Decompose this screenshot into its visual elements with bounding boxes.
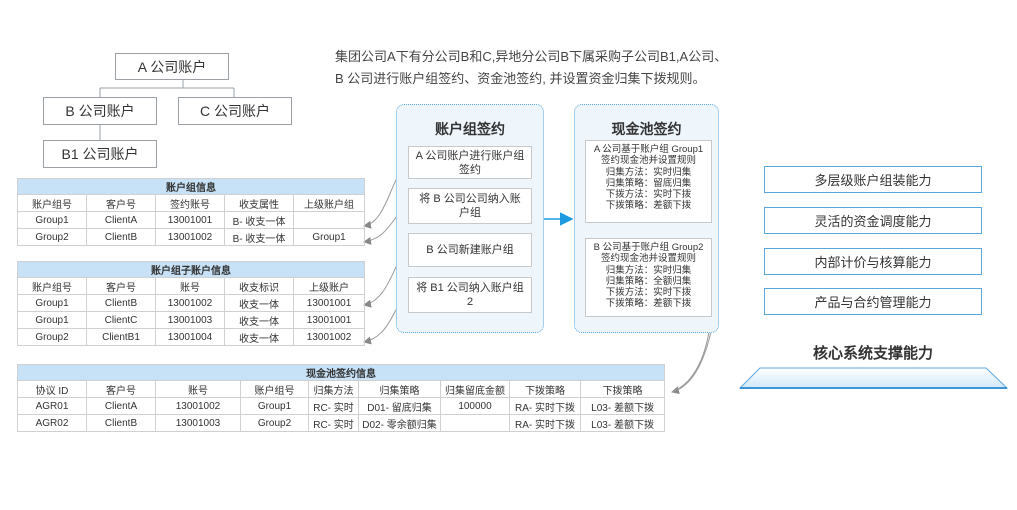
tree-node-a-label: A 公司账户 (137, 58, 207, 75)
intro-text: 集团公司A下有分公司B和C,异地分公司B下属采购子公司B1,A公司、 B 公司进… (335, 46, 727, 90)
table-header: 归集策略 (358, 380, 441, 398)
tree-node-b: B 公司账户 (43, 97, 157, 125)
group-step-1-label: A 公司账户进行账户组签约 (415, 149, 525, 176)
pool-box1-line: 归集策略：留底归集 (605, 177, 692, 189)
table-header: 下拨策略 (579, 380, 666, 398)
group-step-4-label: 将 B1 公司纳入账户组 2 (416, 282, 524, 308)
capability-item-3: 内部计价与核算能力 (764, 248, 982, 275)
pool-box2-line: B 公司基于账户组 Group2 (593, 242, 704, 253)
table-row: Group1 ClientA 13001001 B- 收支一体 (17, 211, 366, 229)
group-step-2: 将 B 公司公司纳入账户组 (408, 188, 532, 224)
pool-box2-line: 归集方法：实时归集 (605, 264, 692, 276)
capability-item-1: 多层级账户组装能力 (764, 166, 982, 193)
table-header: 账户组号 (240, 380, 309, 398)
table-header: 收支标识 (224, 277, 294, 295)
pool-box1-line: A 公司基于账户组 Group1 (593, 144, 704, 155)
table-row: Group1 ClientB 13001002 收支一体 13001001 (17, 294, 366, 312)
group-step-3-label: B 公司新建账户组 (426, 244, 514, 256)
capability-item-2: 灵活的资金调度能力 (764, 207, 982, 234)
table-row: AGR02 ClientB 13001003 Group2 RC- 实时 D02… (17, 414, 666, 432)
group-step-1: A 公司账户进行账户组签约 (408, 146, 532, 179)
sub-account-table-title: 账户组子账户信息 (16, 261, 366, 278)
account-group-table: 账户组信息 账户组号 客户号 签约账号 收支属性 上级账户组 Group1 Cl… (16, 178, 366, 246)
tree-node-a: A 公司账户 (115, 53, 229, 80)
pool-box2-line: 签约现金池并设置规则 (600, 253, 696, 265)
table-cell: 13001002 (155, 228, 225, 246)
table-row: Group2 ClientB1 13001004 收支一体 13001002 (17, 328, 366, 346)
pool-box2-line: 下拨策略：差额下拨 (605, 298, 692, 310)
table-header: 签约账号 (155, 194, 225, 212)
table-cell: L03- 差额下拨 (579, 414, 666, 432)
pool-sign-table-title: 现金池签约信息 (16, 364, 666, 381)
sub-account-table: 账户组子账户信息 账户组号 客户号 账号 收支标识 上级账户 Group1 Cl… (16, 261, 366, 346)
capability-item-4: 产品与合约管理能力 (764, 288, 982, 315)
table-header: 账户组号 (17, 277, 87, 295)
group-step-3: B 公司新建账户组 (408, 233, 532, 267)
capability-item-label: 内部计价与核算能力 (814, 255, 932, 270)
capability-item-label: 产品与合约管理能力 (814, 295, 932, 310)
table-cell: Group1 (292, 228, 366, 246)
tree-node-b1: B1 公司账户 (43, 140, 157, 168)
table-header: 收支属性 (224, 194, 294, 212)
cash-pool-panel-title: 现金池签约 (611, 121, 682, 137)
tree-node-b1-label: B1 公司账户 (61, 146, 139, 162)
pool-box1-line: 下拨方法：实时下拨 (605, 189, 692, 201)
table-cell: Group2 (17, 328, 87, 346)
account-group-panel-title: 账户组签约 (435, 121, 505, 137)
pool-box2-line: 归集策略：全额归集 (605, 275, 692, 287)
tree-node-c: C 公司账户 (178, 97, 292, 125)
group-step-2-label: 将 B 公司公司纳入账户组 (419, 193, 521, 219)
capability-item-label: 灵活的资金调度能力 (814, 214, 932, 229)
table-cell: RA- 实时下拨 (509, 414, 581, 432)
pool-box1-line: 签约现金池并设置规则 (600, 155, 696, 167)
table-row: Group2 ClientB 13001002 B- 收支一体 Group1 (17, 228, 366, 246)
pool-box2-line: 下拨方法：实时下拨 (605, 287, 692, 299)
core-capability-title: 核心系统支撑能力 (812, 345, 933, 362)
table-cell: 13001002 (292, 328, 366, 346)
pool-box1-line: 归集方法：实时归集 (605, 166, 692, 178)
table-header: 归集方法 (308, 380, 359, 398)
pool-sign-table: 现金池签约信息 协议 ID 客户号 账号 账户组号 归集方法 归集策略 归集留底… (16, 364, 666, 432)
tree-node-c-label: C 公司账户 (200, 103, 270, 119)
table-row: Group1 ClientC 13001003 收支一体 13001001 (17, 311, 366, 329)
intro-line-2: B 公司进行账户组签约、资金池签约, 并设置资金归集下拨规则。 (335, 71, 706, 86)
capability-item-label: 多层级账户组装能力 (814, 173, 932, 188)
tree-node-b-label: B 公司账户 (65, 103, 135, 119)
tree-connectors (99, 80, 235, 140)
table-header: 账号 (155, 277, 225, 295)
pool-sign-box-2: B 公司基于账户组 Group2 签约现金池并设置规则 归集方法：实时归集 归集… (585, 238, 712, 317)
group-step-4: 将 B1 公司纳入账户组 2 (408, 277, 532, 313)
pool-sign-box-1: A 公司基于账户组 Group1 签约现金池并设置规则 归集方法：实时归集 归集… (585, 140, 712, 223)
table-header: 归集留底金额 (440, 380, 510, 398)
intro-line-1: 集团公司A下有分公司B和C,异地分公司B下属采购子公司B1,A公司、 (335, 49, 728, 64)
pool-box1-line: 下拨策略：差额下拨 (605, 200, 692, 212)
